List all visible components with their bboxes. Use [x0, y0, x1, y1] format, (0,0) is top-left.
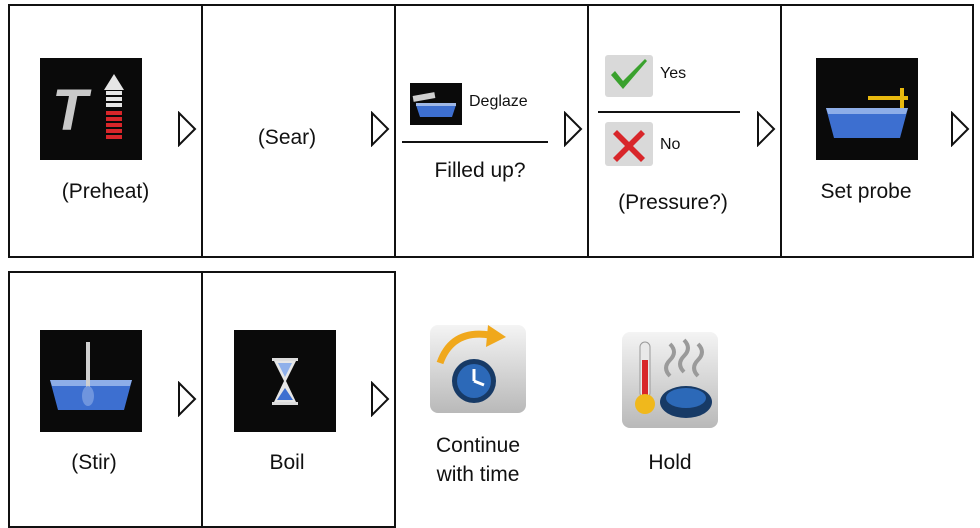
- pressure-label: (Pressure?): [618, 191, 728, 214]
- step-sear: [201, 4, 396, 258]
- probe-label: Set probe: [820, 180, 912, 203]
- hold-label: Hold: [648, 451, 692, 474]
- next-arrow-icon: [757, 111, 776, 147]
- pressure-yes-label: Yes: [660, 65, 687, 82]
- hourglass-icon: [234, 330, 336, 432]
- next-arrow-icon: [178, 381, 197, 417]
- deglaze-divider: [402, 141, 548, 143]
- pressure-no-label: No: [660, 136, 681, 153]
- sear-label: (Sear): [257, 126, 317, 149]
- continue-label-line2: with time: [436, 463, 520, 486]
- boil-label: Boil: [269, 451, 305, 474]
- stir-label: (Stir): [71, 451, 117, 474]
- pressure-divider: [598, 111, 740, 113]
- deglaze-pan-icon: [410, 83, 462, 125]
- step-deglaze: [394, 4, 589, 258]
- hold-warm-icon: [622, 332, 718, 428]
- next-arrow-icon: [371, 111, 390, 147]
- deglaze-option-label: Deglaze: [469, 93, 528, 110]
- next-arrow-icon: [951, 111, 970, 147]
- continue-label-line1: Continue: [435, 434, 521, 457]
- next-arrow-icon: [178, 111, 197, 147]
- stir-pan-icon: [40, 330, 142, 432]
- next-arrow-icon: [371, 381, 390, 417]
- probe-pan-icon: [816, 58, 918, 160]
- svg-text:T: T: [52, 78, 92, 143]
- preheat-label: (Preheat): [61, 180, 150, 203]
- cross-icon: [605, 122, 653, 166]
- continue-clock-icon: [430, 325, 526, 413]
- next-arrow-icon: [564, 111, 583, 147]
- preheat-temperature-icon: T: [40, 58, 142, 160]
- deglaze-label: Filled up?: [434, 159, 526, 182]
- checkmark-icon: [605, 55, 653, 97]
